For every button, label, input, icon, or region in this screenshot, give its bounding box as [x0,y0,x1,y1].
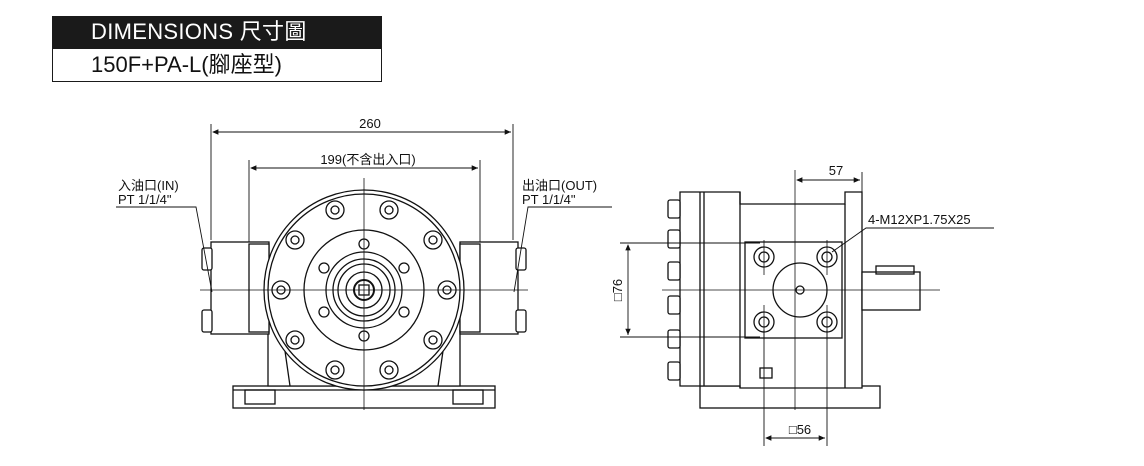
model-name: 150F+PA-L(腳座型) [52,48,382,82]
overall-width-label: 260 [359,116,381,131]
bolt-spec-label: 4-M12XP1.75X25 [868,212,971,227]
outlet-label: 出油口(OUT) [522,178,597,193]
front-centerlines [200,178,528,410]
inlet-thread-label: PT 1/1/4" [118,192,172,207]
bolt-square-horizontal-label: □56 [789,422,811,437]
inlet-label: 入油口(IN) [118,178,179,193]
front-outer-bolts [271,200,457,380]
port-span-label: 199(不含出入口) [320,152,415,167]
front-foot-slot-left [244,389,276,405]
side-dimensions [620,172,994,446]
side-base-foot [699,385,881,409]
front-dimensions [116,124,612,293]
bolt-square-vertical-label: □76 [610,279,625,301]
side-centerlines [662,170,940,410]
side-shaft [861,271,921,311]
shaft-offset-label: 57 [829,163,843,178]
outlet-thread-label: PT 1/1/4" [522,192,576,207]
front-foot-slot-right [452,389,484,405]
page-title: DIMENSIONS 尺寸圖 [52,16,382,48]
